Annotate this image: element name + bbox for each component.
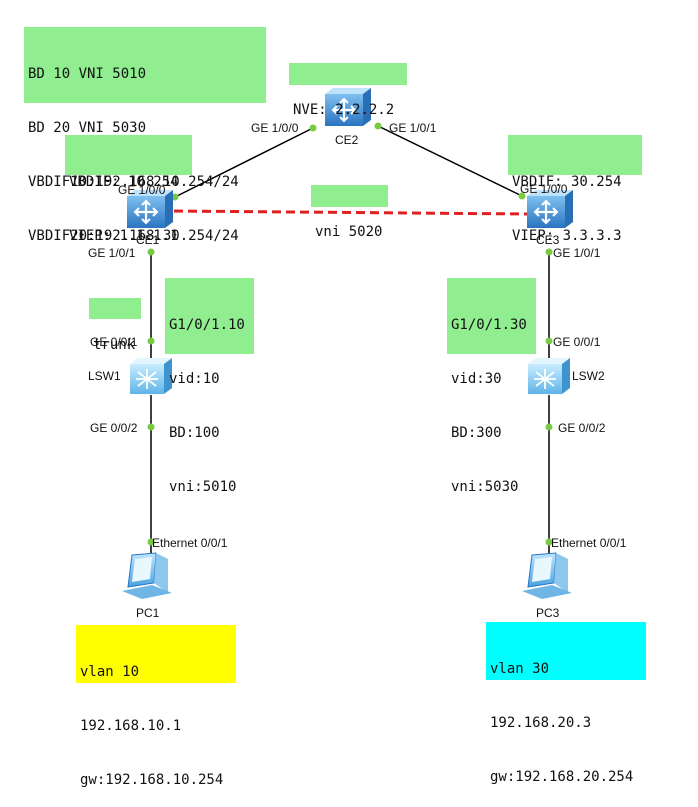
subif-left-note: G1/0/1.10 vid:10 BD:100 vni:5010: [165, 278, 254, 495]
ce1-note: VBDIF: 10.254 VIEP: 1.1.1.1: [65, 135, 192, 244]
device-label-pc3: PC3: [536, 606, 560, 620]
port-label-ce1-up: GE 1/0/0: [118, 183, 166, 197]
note-line: vlan 10: [80, 664, 140, 680]
router-icon[interactable]: [325, 88, 371, 126]
note-line: VIEP: 3.3.3.3: [512, 228, 622, 244]
router-icon[interactable]: [127, 190, 173, 228]
device-label-ce3: CE3: [536, 233, 560, 247]
note-line: BD:300: [451, 425, 502, 441]
note-line: vni:5030: [451, 479, 519, 495]
note-line: 192.168.10.1: [80, 718, 182, 734]
note-line: gw:192.168.20.254: [490, 769, 634, 785]
note-line: VBDIF: 30.254: [512, 174, 622, 190]
port-label-lsw1-down: GE 0/0/2: [90, 421, 138, 435]
note-line: vni:5010: [169, 479, 237, 495]
note-line: vlan 30: [490, 661, 550, 677]
note-line: gw:192.168.10.254: [80, 772, 224, 788]
note-line: vid:30: [451, 371, 502, 387]
note-line: G1/0/1.30: [451, 317, 527, 333]
nve-note: NVE: 2.2.2.2: [289, 63, 407, 118]
note-line: BD:100: [169, 425, 220, 441]
port-dots: [147, 122, 553, 546]
switch-icon[interactable]: [130, 358, 172, 394]
port-label-lsw2-up: GE 0/0/1: [553, 335, 601, 349]
switch-icon[interactable]: [528, 358, 570, 394]
note-line: NVE: 2.2.2.2: [293, 102, 395, 118]
device-label-lsw1: LSW1: [88, 369, 121, 383]
router-icon[interactable]: [527, 190, 573, 228]
pc-icon[interactable]: [122, 552, 172, 599]
port-label-ce3-down: GE 1/0/1: [553, 246, 601, 260]
note-line: vid:10: [169, 371, 220, 387]
bd-config-note: BD 10 VNI 5010 BD 20 VNI 5030 VBDIF10:19…: [24, 27, 266, 244]
port-label-pc1: Ethernet 0/0/1: [152, 536, 228, 550]
device-label-lsw2: LSW2: [572, 369, 605, 383]
note-line: G1/0/1.10: [169, 317, 245, 333]
note-line: VBDIF: 10.254: [69, 174, 179, 190]
topology-canvas: [122, 88, 573, 599]
note-line: BD 20 VNI 5030: [28, 120, 147, 136]
port-label-pc3: Ethernet 0/0/1: [551, 536, 627, 550]
port-label-ce2-left: GE 1/0/0: [251, 121, 299, 135]
note-line: VIEP: 1.1.1.1: [69, 228, 179, 244]
port-label-ce1-down: GE 1/0/1: [88, 246, 136, 260]
note-line: trunk: [93, 337, 136, 353]
port-label-ce2-right: GE 1/0/1: [389, 121, 437, 135]
link-ce2-ce1: [174, 127, 314, 198]
port-label-lsw2-down: GE 0/0/2: [558, 421, 606, 435]
device-label-ce1: CE1: [136, 233, 160, 247]
pc3-note: vlan 30 192.168.20.3 gw:192.168.20.254: [486, 622, 646, 785]
pc-icon[interactable]: [522, 552, 572, 599]
note-line: BD 10 VNI 5010: [28, 66, 147, 82]
pc1-note: vlan 10 192.168.10.1 gw:192.168.10.254: [76, 625, 236, 788]
link-ce2-ce3: [377, 125, 523, 197]
port-label-lsw1-up: GE 0/0/1: [90, 335, 138, 349]
device-label-ce2: CE2: [335, 133, 359, 147]
vni-tunnel-note: vni 5020: [311, 185, 388, 240]
subif-right-note: G1/0/1.30 vid:30 BD:300 vni:5030: [447, 278, 536, 495]
note-line: VBDIF10:192.168.10.254/24: [28, 174, 239, 190]
vxlan-tunnel: [173, 209, 529, 216]
device-label-pc1: PC1: [136, 606, 160, 620]
note-line: vni 5020: [315, 224, 383, 240]
ce3-note: VBDIF: 30.254 VIEP: 3.3.3.3: [508, 135, 642, 244]
note-line: 192.168.20.3: [490, 715, 592, 731]
port-label-ce3-up: GE 1/0/0: [520, 182, 568, 196]
trunk-note: trunk: [89, 298, 141, 353]
note-line: VBDIF20:192.168.30.254/24: [28, 228, 239, 244]
